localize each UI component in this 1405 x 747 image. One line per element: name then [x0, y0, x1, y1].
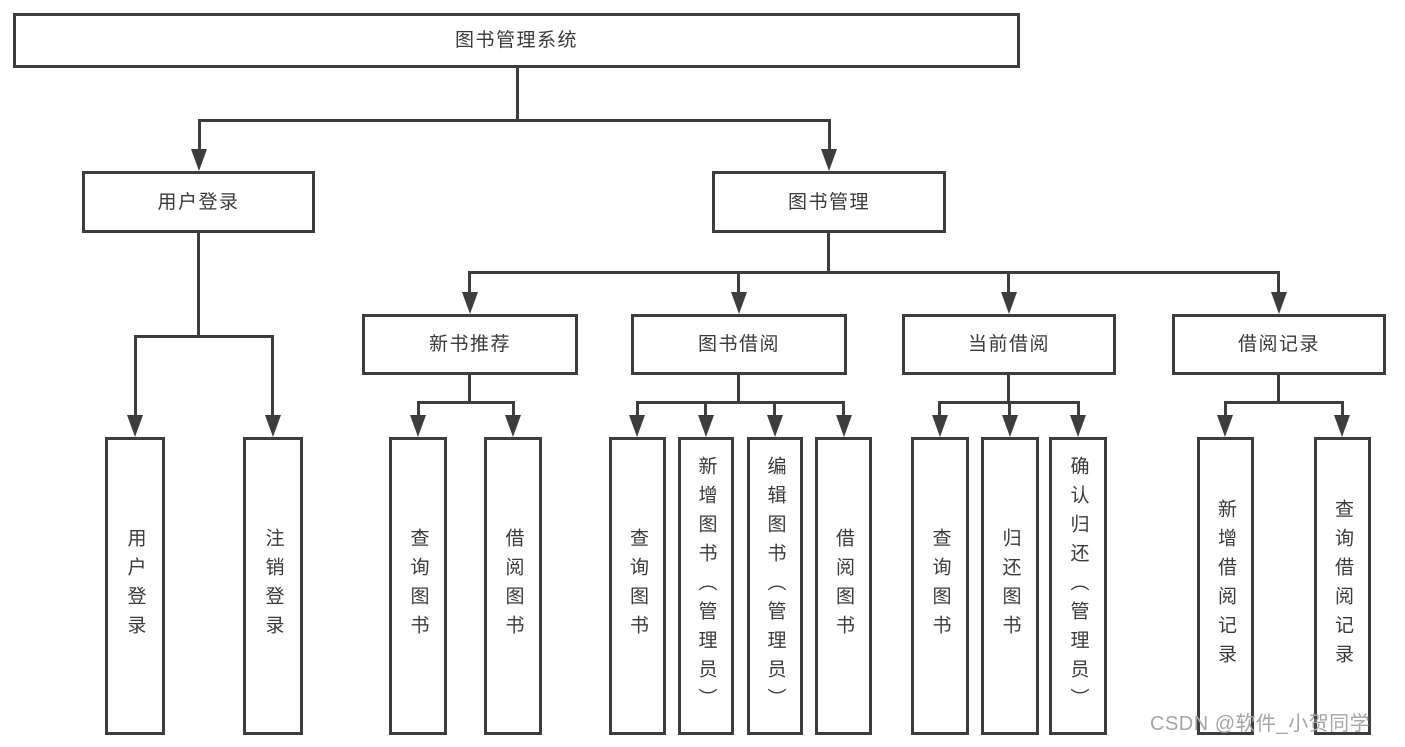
- leaf-user-login: 用户登录: [105, 437, 165, 735]
- leaf-add-borrow-record: 新增借阅记录: [1197, 437, 1254, 735]
- connector-line: [827, 232, 830, 273]
- connector-line: [468, 374, 471, 404]
- node-current-borrow: 当前借阅: [902, 314, 1116, 375]
- connector-line: [704, 401, 707, 415]
- leaf-query-books-2: 查询图书: [609, 437, 666, 735]
- leaf-confirm-return-admin: 确认归还（管理员）: [1049, 437, 1107, 735]
- node-label: 查询图书: [407, 528, 429, 644]
- connector-line: [1224, 401, 1227, 415]
- node-label: 图书管理: [787, 191, 870, 213]
- connector-line: [842, 401, 845, 415]
- node-label: 新书推荐: [428, 334, 511, 355]
- leaf-query-books-3: 查询图书: [911, 437, 969, 735]
- node-label: 新增图书（管理员）: [695, 455, 717, 717]
- connector-line: [198, 119, 201, 151]
- node-label: 新增借阅记录: [1215, 499, 1236, 673]
- connector-line: [1277, 374, 1280, 404]
- arrow-down-icon: [731, 292, 747, 314]
- arrow-down-icon: [932, 415, 948, 437]
- connector-line: [1224, 401, 1344, 404]
- connector-line: [1341, 401, 1344, 415]
- connector-line: [828, 119, 831, 151]
- connector-line: [134, 335, 137, 417]
- node-root: 图书管理系统: [13, 13, 1020, 68]
- node-new-book-recommend: 新书推荐: [362, 314, 578, 375]
- connector-line: [1008, 401, 1011, 415]
- node-label: 用户登录: [157, 191, 240, 213]
- node-label: 查询图书: [929, 528, 951, 644]
- connector-line: [468, 271, 1280, 274]
- connector-line: [468, 271, 471, 292]
- connector-line: [938, 401, 941, 415]
- node-label: 图书借阅: [697, 334, 780, 355]
- arrow-down-icon: [127, 415, 143, 437]
- node-user-login: 用户登录: [82, 171, 315, 233]
- node-label: 用户登录: [124, 528, 146, 644]
- arrow-down-icon: [1217, 415, 1233, 437]
- node-label: 编辑图书（管理员）: [764, 455, 786, 717]
- connector-line: [737, 374, 740, 404]
- node-label: 归还图书: [999, 528, 1021, 644]
- leaf-borrow-books-2: 借阅图书: [815, 437, 872, 735]
- node-label: 查询图书: [627, 528, 648, 644]
- arrow-down-icon: [767, 415, 783, 437]
- arrow-down-icon: [1001, 292, 1017, 314]
- arrow-down-icon: [410, 415, 426, 437]
- node-root-label: 图书管理系统: [454, 30, 578, 51]
- node-label: 确认归还（管理员）: [1067, 455, 1089, 717]
- arrow-down-icon: [1334, 415, 1350, 437]
- connector-line: [417, 401, 515, 404]
- leaf-query-borrow-record: 查询借阅记录: [1314, 437, 1371, 735]
- node-book-borrow: 图书借阅: [631, 314, 847, 375]
- arrow-down-icon: [191, 149, 207, 171]
- arrow-down-icon: [1002, 415, 1018, 437]
- node-label: 当前借阅: [967, 334, 1050, 355]
- arrow-down-icon: [265, 415, 281, 437]
- connector-line: [636, 401, 639, 415]
- arrow-down-icon: [836, 415, 852, 437]
- node-label: 借阅图书: [833, 528, 854, 644]
- node-label: 借阅记录: [1237, 334, 1320, 355]
- leaf-query-books-1: 查询图书: [389, 437, 447, 735]
- node-book-management: 图书管理: [712, 171, 946, 233]
- connector-line: [417, 401, 420, 415]
- connector-line: [512, 401, 515, 415]
- connector-line: [1277, 271, 1280, 292]
- node-borrow-records: 借阅记录: [1172, 314, 1386, 375]
- connector-line: [1007, 271, 1010, 292]
- arrow-down-icon: [1070, 415, 1086, 437]
- connector-line: [134, 335, 274, 338]
- connector-line: [636, 401, 845, 404]
- leaf-edit-books-admin: 编辑图书（管理员）: [747, 437, 803, 735]
- leaf-borrow-books-1: 借阅图书: [484, 437, 542, 735]
- arrow-down-icon: [698, 415, 714, 437]
- node-label: 借阅图书: [502, 528, 524, 644]
- leaf-logout: 注销登录: [243, 437, 303, 735]
- connector-line: [198, 119, 831, 122]
- arrow-down-icon: [505, 415, 521, 437]
- arrow-down-icon: [629, 415, 645, 437]
- arrow-down-icon: [821, 149, 837, 171]
- connector-line: [271, 335, 274, 417]
- connector-line: [516, 67, 519, 120]
- arrow-down-icon: [462, 292, 478, 314]
- connector-line: [773, 401, 776, 415]
- connector-line: [1007, 374, 1010, 404]
- connector-line: [737, 271, 740, 292]
- arrow-down-icon: [1271, 292, 1287, 314]
- leaf-return-books: 归还图书: [981, 437, 1039, 735]
- node-label: 查询借阅记录: [1332, 499, 1353, 673]
- connector-line: [1077, 401, 1080, 415]
- connector-line: [197, 232, 200, 337]
- node-label: 注销登录: [262, 528, 284, 644]
- leaf-add-books-admin: 新增图书（管理员）: [678, 437, 734, 735]
- csdn-watermark: CSDN @软件_小贺同学: [1150, 713, 1371, 735]
